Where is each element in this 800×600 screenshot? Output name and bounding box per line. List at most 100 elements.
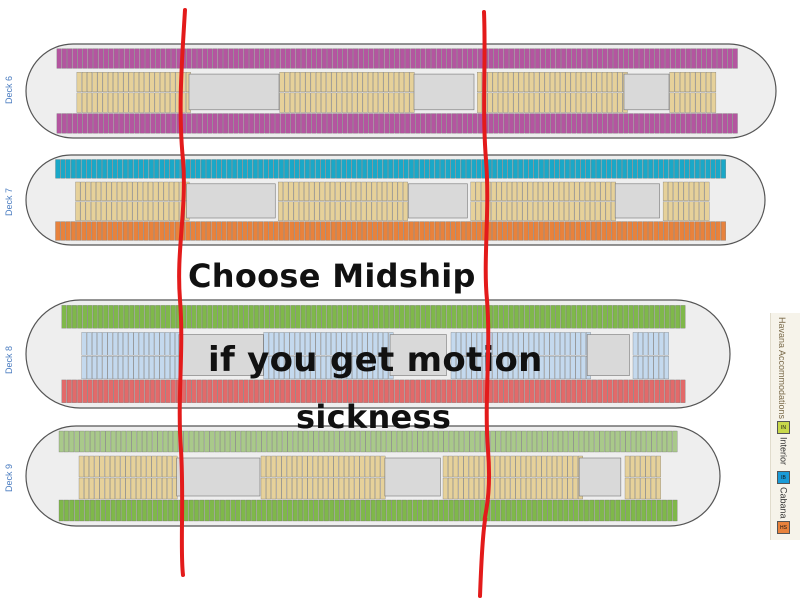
cabin <box>529 305 535 329</box>
overlay-text-line3: sickness <box>296 398 452 436</box>
cabin <box>636 499 641 522</box>
cabin <box>396 430 402 453</box>
cabin <box>667 430 673 453</box>
cabin <box>545 113 551 134</box>
cabin <box>286 455 292 478</box>
cabin <box>324 499 329 522</box>
cabin <box>628 113 634 134</box>
cabin <box>158 201 164 221</box>
cabin <box>58 499 64 522</box>
cabin <box>578 430 584 453</box>
cabin <box>445 221 451 241</box>
cabin <box>502 332 508 356</box>
elevator-bank <box>407 183 468 219</box>
cabin <box>204 430 210 453</box>
cabin <box>592 305 597 329</box>
cabin <box>175 92 181 113</box>
cabin <box>95 430 101 453</box>
cabin <box>159 221 165 241</box>
cabin <box>76 159 82 179</box>
cabin <box>148 201 154 221</box>
cabin <box>656 430 662 453</box>
cabin <box>275 48 281 69</box>
cabin <box>151 477 157 500</box>
overlay-text-line2: if you get motion <box>208 340 543 380</box>
cabin <box>391 499 397 522</box>
cabin <box>148 159 154 179</box>
cabin <box>597 305 603 329</box>
cabin <box>540 48 546 69</box>
cabin <box>481 159 487 179</box>
cabin <box>675 48 681 69</box>
cabin <box>207 48 213 69</box>
cabin <box>596 221 602 241</box>
cabin <box>595 201 601 221</box>
cabin <box>393 159 399 179</box>
cabin <box>574 181 580 201</box>
cabin <box>443 430 449 453</box>
cabin <box>516 499 522 522</box>
cabin <box>326 92 332 113</box>
cabin <box>341 332 347 356</box>
cabin <box>672 499 678 522</box>
cabin <box>568 499 574 522</box>
cabin <box>668 181 674 201</box>
cabin <box>284 159 290 179</box>
cabin <box>632 332 638 356</box>
cabin <box>370 499 376 522</box>
cabin <box>126 499 132 522</box>
cabin <box>330 181 336 201</box>
cabin <box>378 305 384 329</box>
cabin <box>289 72 295 93</box>
cabin <box>659 113 665 134</box>
cabin <box>173 430 179 453</box>
cabin <box>295 72 301 93</box>
cabin <box>590 221 596 241</box>
cabin <box>503 72 509 93</box>
cabin <box>96 221 102 241</box>
cabin <box>292 477 297 500</box>
cabin <box>664 379 670 403</box>
cabin <box>153 181 159 201</box>
cabin <box>648 332 654 356</box>
cabin <box>685 48 691 69</box>
cabin <box>644 48 650 69</box>
cabin <box>150 305 155 329</box>
cabin <box>102 332 108 356</box>
cabin <box>644 379 649 403</box>
cabin <box>90 201 96 221</box>
cabin <box>134 48 140 69</box>
cabin <box>87 305 93 329</box>
cabin <box>560 305 566 329</box>
cabin <box>507 159 513 179</box>
cabin <box>153 201 159 221</box>
cabin <box>285 113 291 134</box>
cabin <box>119 48 125 69</box>
cabin <box>438 430 444 453</box>
cabin <box>151 455 157 478</box>
cabin <box>122 181 128 201</box>
cabin <box>445 159 451 179</box>
cabin <box>97 356 103 380</box>
cabin <box>596 72 602 93</box>
cabin <box>513 332 519 356</box>
cabin <box>384 305 389 329</box>
cabin <box>341 92 347 113</box>
cabin <box>314 181 320 201</box>
cabin <box>515 477 521 500</box>
cabin <box>420 113 426 134</box>
cabin <box>377 159 383 179</box>
cabin <box>289 332 295 356</box>
cabin <box>656 477 661 500</box>
cabin <box>470 201 476 221</box>
cabin <box>259 379 265 403</box>
cabin <box>573 499 579 522</box>
cabin <box>180 221 186 241</box>
cabin <box>502 221 508 241</box>
cabin <box>145 48 151 69</box>
cabin <box>289 159 295 179</box>
cabin <box>98 113 104 134</box>
cabin <box>399 48 405 69</box>
cabin <box>513 72 519 93</box>
cabin <box>357 92 363 113</box>
